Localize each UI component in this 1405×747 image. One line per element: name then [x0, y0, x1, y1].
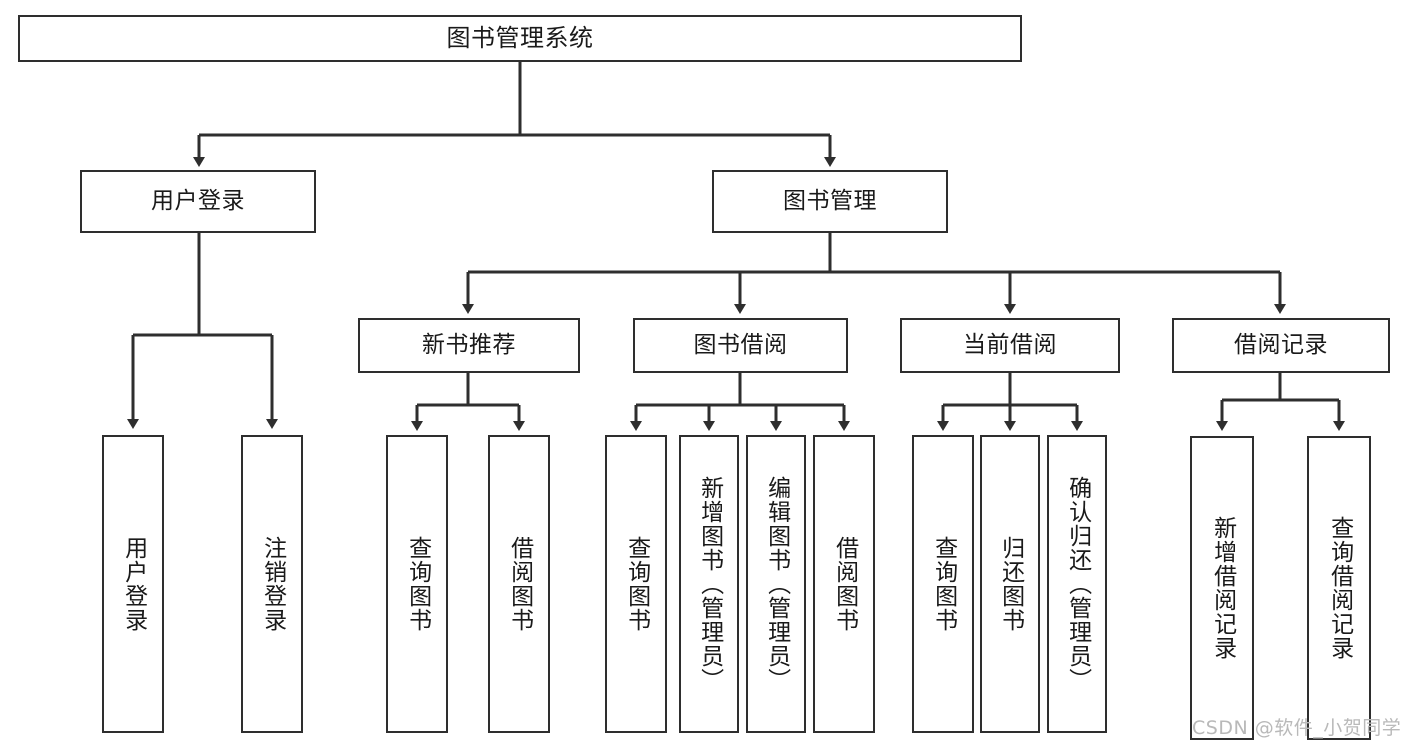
- node-label: 查询图书: [930, 536, 957, 632]
- node-label: 注销登录: [259, 536, 286, 632]
- node-borrow-record[interactable]: 借阅记录: [1172, 318, 1390, 373]
- node-label: 借阅图书: [831, 536, 858, 632]
- node-label: 新增图书（管理员）: [696, 476, 723, 692]
- leaf-book-borrow-edit-book[interactable]: 编辑图书（管理员）: [746, 435, 806, 733]
- leaf-borrow-record-query-record[interactable]: 查询借阅记录: [1307, 436, 1371, 740]
- node-label: 查询借阅记录: [1326, 516, 1353, 660]
- leaf-current-borrow-query-book[interactable]: 查询图书: [912, 435, 974, 733]
- node-label: 用户登录: [151, 187, 245, 214]
- node-label: 查询图书: [623, 536, 650, 632]
- leaf-user-login-logout[interactable]: 注销登录: [241, 435, 303, 733]
- node-label: 用户登录: [120, 536, 147, 632]
- node-book-management[interactable]: 图书管理: [712, 170, 948, 233]
- node-label: 编辑图书（管理员）: [763, 476, 790, 692]
- node-label: 图书管理: [783, 187, 877, 214]
- node-label: 新增借阅记录: [1209, 516, 1236, 660]
- node-label: 借阅记录: [1234, 331, 1328, 358]
- node-label: 归还图书: [997, 536, 1024, 632]
- node-label: 新书推荐: [422, 331, 516, 358]
- node-new-book-recommend[interactable]: 新书推荐: [358, 318, 580, 373]
- leaf-book-borrow-query-book[interactable]: 查询图书: [605, 435, 667, 733]
- node-label: 确认归还（管理员）: [1064, 476, 1091, 692]
- leaf-user-login-login[interactable]: 用户登录: [102, 435, 164, 733]
- leaf-current-borrow-return-book[interactable]: 归还图书: [980, 435, 1040, 733]
- node-user-login[interactable]: 用户登录: [80, 170, 316, 233]
- leaf-book-borrow-add-book[interactable]: 新增图书（管理员）: [679, 435, 739, 733]
- node-label: 查询图书: [404, 536, 431, 632]
- csdn-watermark: CSDN @软件_小贺同学: [1192, 717, 1402, 739]
- node-label: 当前借阅: [963, 331, 1057, 358]
- node-book-borrow[interactable]: 图书借阅: [633, 318, 848, 373]
- leaf-new-book-borrow-book[interactable]: 借阅图书: [488, 435, 550, 733]
- leaf-current-borrow-confirm-return[interactable]: 确认归还（管理员）: [1047, 435, 1107, 733]
- leaf-book-borrow-borrow-book[interactable]: 借阅图书: [813, 435, 875, 733]
- node-label: 图书管理系统: [446, 24, 594, 53]
- node-label: 借阅图书: [506, 536, 533, 632]
- leaf-new-book-query-book[interactable]: 查询图书: [386, 435, 448, 733]
- node-root[interactable]: 图书管理系统: [18, 15, 1022, 62]
- node-current-borrow[interactable]: 当前借阅: [900, 318, 1120, 373]
- leaf-borrow-record-add-record[interactable]: 新增借阅记录: [1190, 436, 1254, 740]
- node-label: 图书借阅: [693, 331, 788, 358]
